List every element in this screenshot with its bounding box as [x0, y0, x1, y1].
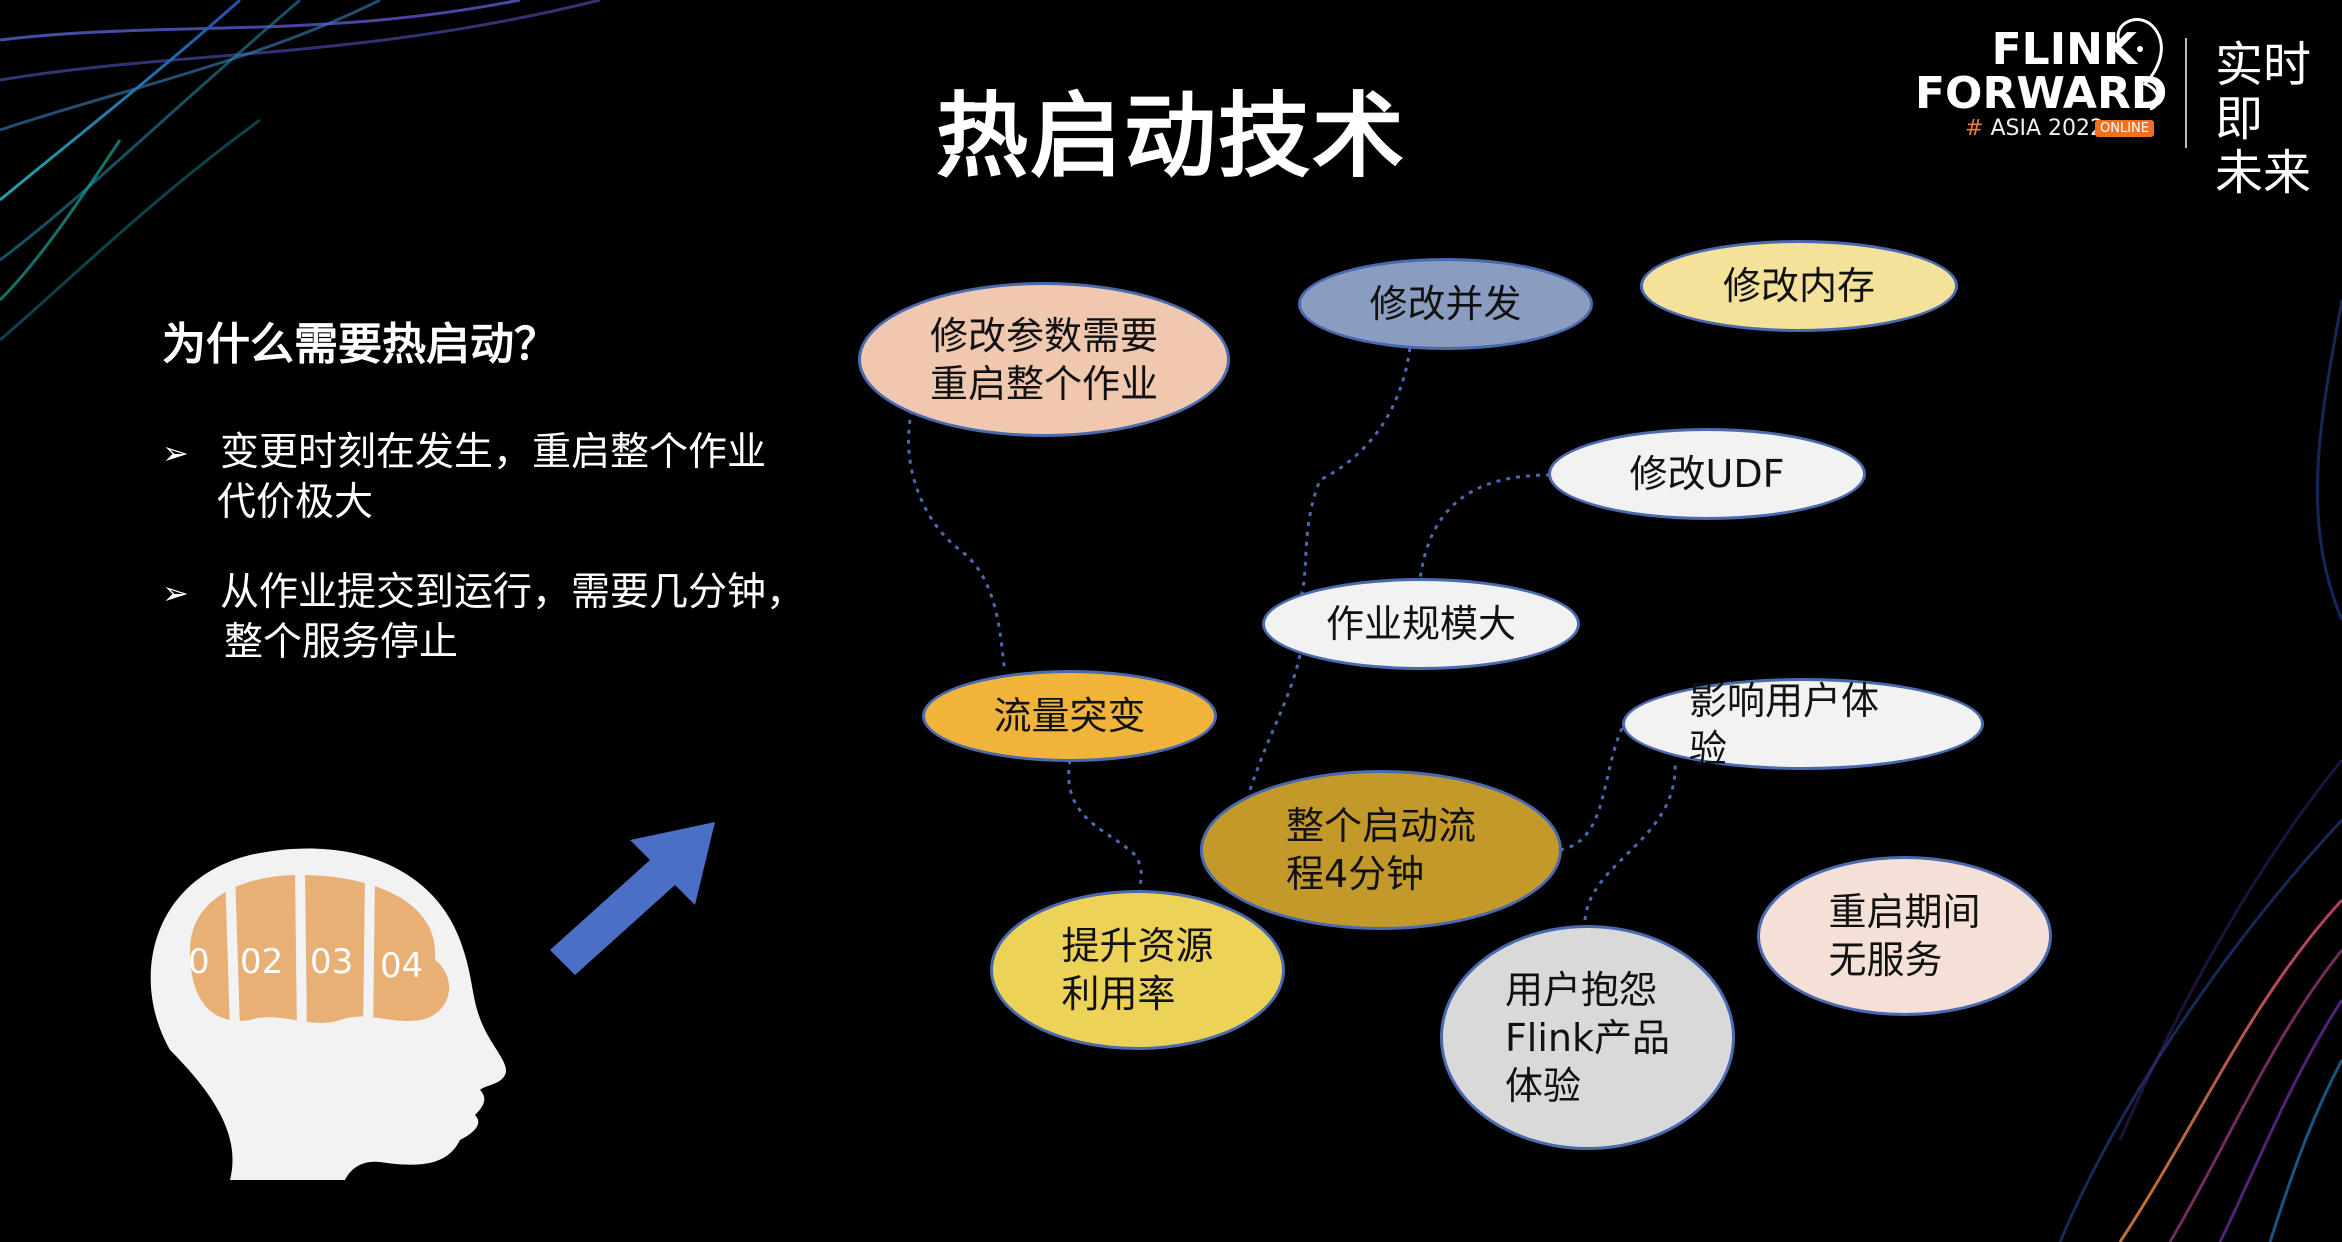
logo-forward-text: FORWARD	[1915, 68, 2168, 119]
bubble-traffic-burst: 流量突变	[922, 670, 1217, 762]
squirrel-icon	[2116, 18, 2163, 111]
bullet-arrow-icon: ➢	[162, 434, 189, 472]
bubble-user-experience: 影响用户体验	[1622, 678, 1984, 771]
bubble-resource-util: 提升资源利用率	[990, 890, 1285, 1050]
bullet-item: ➢ 变更时刻在发生，重启整个作业 代价极大	[162, 428, 862, 528]
bullet-line: 整个服务停止	[224, 620, 459, 665]
logo-flink-text: FLINK	[1991, 24, 2137, 75]
bullet-arrow-icon: ➢	[162, 574, 189, 612]
arrow-icon	[550, 822, 715, 975]
bullet-line: 变更时刻在发生，重启整个作业	[220, 430, 767, 475]
page-title: 热启动技术	[935, 83, 1406, 190]
bullet-line: 代价极大	[217, 480, 374, 525]
brain-label: 03	[310, 942, 353, 982]
logo-divider	[2185, 38, 2187, 148]
bubble-modify-params: 修改参数需要重启整个作业	[858, 282, 1230, 437]
bubble-startup-time: 整个启动流程4分钟	[1200, 770, 1562, 930]
bubble-no-service: 重启期间无服务	[1757, 856, 2052, 1016]
head-brain-icon: 0 02 03 04	[150, 848, 506, 1180]
logo-event-text: # ASIA 2022	[1965, 116, 2104, 141]
bubble-modify-parallel: 修改并发	[1298, 258, 1593, 350]
bullet-line: 从作业提交到运行，需要几分钟，	[220, 570, 806, 615]
section-question: 为什么需要热启动？	[162, 319, 558, 370]
logo-slogan: 实时即 未来	[2215, 37, 2312, 201]
logo-online-badge: ONLINE	[2095, 120, 2154, 137]
brain-label: 02	[240, 942, 283, 982]
bubble-job-scale: 作业规模大	[1262, 578, 1580, 670]
bullet-item: ➢ 从作业提交到运行，需要几分钟， 整个服务停止	[162, 568, 862, 668]
brain-label: 04	[380, 946, 423, 986]
brain-label: 0	[188, 942, 210, 982]
flink-forward-logo: FLINK FORWARD # ASIA 2022 ONLINE 实时即 未来	[1915, 18, 2325, 200]
bubble-modify-memory: 修改内存	[1640, 240, 1958, 332]
bubble-modify-udf: 修改UDF	[1548, 428, 1866, 520]
